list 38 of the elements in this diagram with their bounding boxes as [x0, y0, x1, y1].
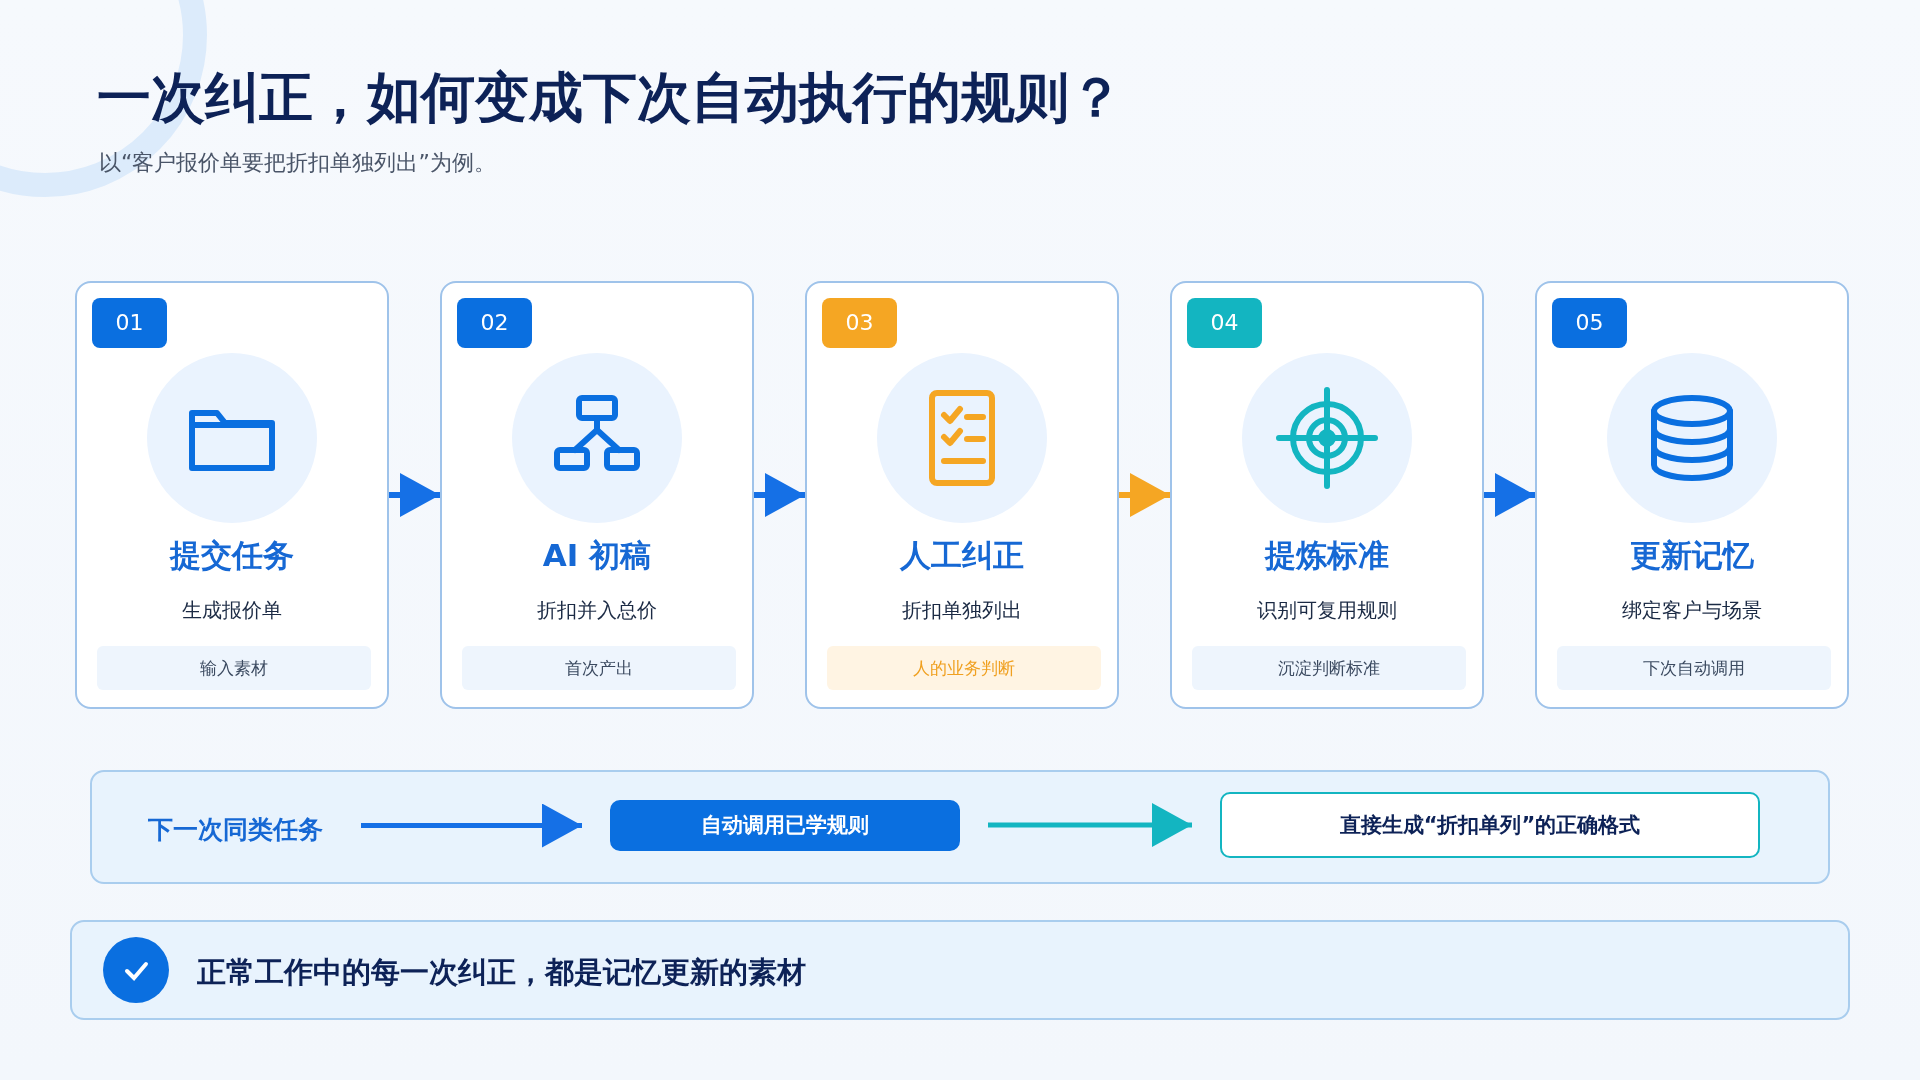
step-number-badge: 03: [822, 298, 897, 348]
step-title: 更新记忆: [1629, 536, 1755, 575]
step-card: [75, 281, 389, 709]
step-number-badge: 02: [457, 298, 532, 348]
step-subtitle: 识别可复用规则: [1256, 597, 1398, 624]
step-tag: 沉淀判断标准: [1192, 646, 1466, 690]
summary-text: 正常工作中的每一次纠正，都是记忆更新的素材: [197, 954, 806, 991]
result-box: 直接生成“折扣单列”的正确格式: [1220, 792, 1760, 858]
step-subtitle: 绑定客户与场景: [1621, 597, 1763, 624]
step-subtitle: 生成报价单: [181, 597, 283, 624]
arrow: [754, 473, 805, 517]
step-tag: 首次产出: [462, 646, 736, 690]
arrow: [1484, 473, 1535, 517]
step-tag: 下次自动调用: [1557, 646, 1831, 690]
step-title: AI 初稿: [541, 536, 653, 575]
title: 一次纠正，如何变成下次自动执行的规则？: [97, 65, 1123, 131]
arrow: [389, 473, 440, 517]
arrow: [361, 803, 582, 848]
step-number-badge: 05: [1552, 298, 1627, 348]
subtitle: 以“客户报价单要把折扣单独列出”为例。: [99, 149, 496, 177]
step-subtitle: 折扣单独列出: [901, 597, 1023, 624]
step-number-badge: 04: [1187, 298, 1262, 348]
arrow: [988, 803, 1192, 847]
step-card: [805, 281, 1119, 709]
step-subtitle: 折扣并入总价: [536, 597, 658, 624]
step-card: [1170, 281, 1484, 709]
step-title: 人工纠正: [899, 536, 1025, 575]
task-label: 下一次同类任务: [148, 813, 323, 846]
step-tag: 人的业务判断: [827, 646, 1101, 690]
panel: [90, 770, 1830, 884]
step-title: 提交任务: [168, 536, 295, 575]
step-tag: 输入素材: [97, 646, 371, 690]
step-title: 提炼标准: [1263, 536, 1390, 575]
step-number-badge: 01: [92, 298, 167, 348]
summary-banner: [70, 920, 1850, 1020]
arrow: [1119, 473, 1170, 517]
step-card: [1535, 281, 1849, 709]
step-card: [440, 281, 754, 709]
